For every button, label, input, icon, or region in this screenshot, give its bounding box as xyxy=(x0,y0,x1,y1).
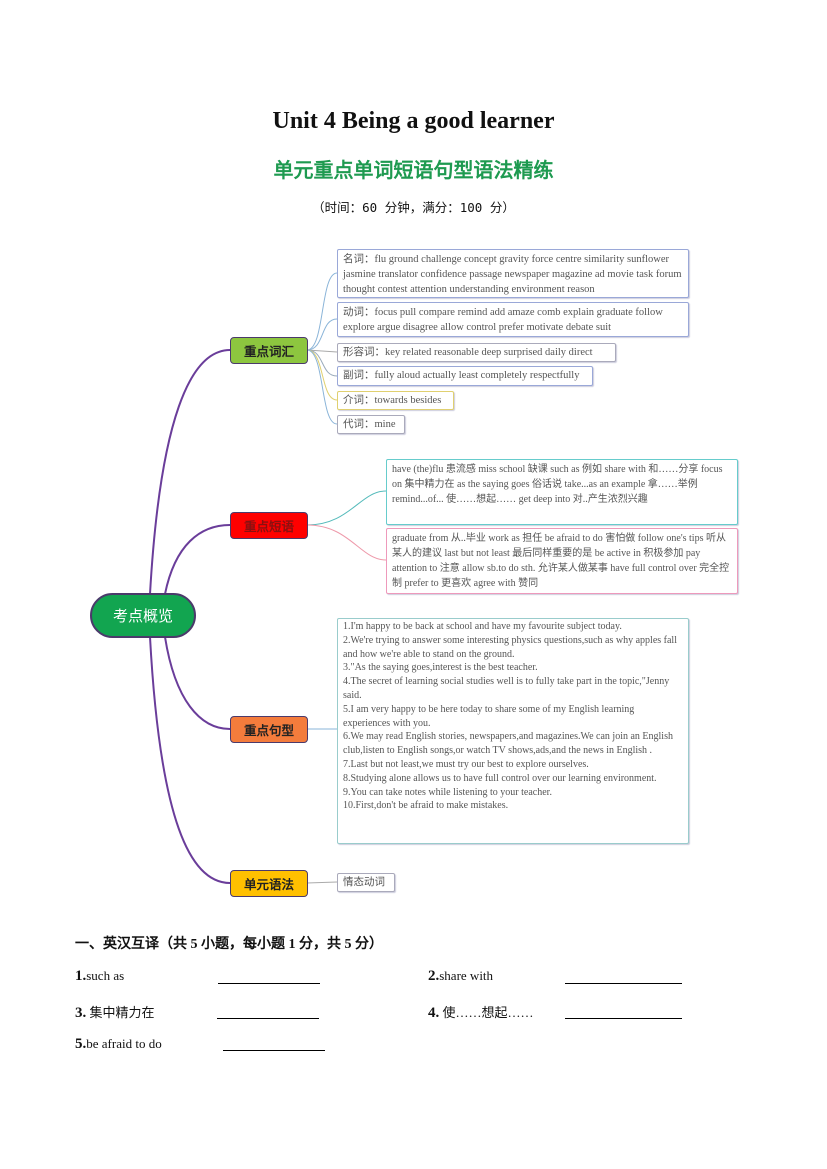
sentences-box: 1.I'm happy to be back at school and hav… xyxy=(337,618,689,844)
sentence-item: 7.Last but not least,we must try our bes… xyxy=(343,758,589,770)
sentence-item: 10.First,don't be afraid to make mistake… xyxy=(343,800,509,812)
sentence-item: 4.The secret of learning social studies … xyxy=(343,676,670,701)
vocab-verbs: 动词：focus pull compare remind add amaze c… xyxy=(337,302,689,337)
branch-vocab: 重点词汇 xyxy=(230,337,308,364)
answer-blank-4[interactable] xyxy=(565,1018,682,1019)
sentence-item: 1.I'm happy to be back at school and hav… xyxy=(343,621,622,632)
vocab-adverbs: 副词：fully aloud actually least completely… xyxy=(337,366,593,386)
section-heading: 一、英汉互译（共 5 小题，每小题 1 分，共 5 分） xyxy=(75,937,383,952)
sentence-item: 6.We may read English stories, newspaper… xyxy=(343,731,673,757)
vocab-prepositions: 介词：towards besides xyxy=(337,391,454,410)
answer-blank-5[interactable] xyxy=(223,1050,325,1051)
phrases-group-1: have (the)flu 患流感 miss school 缺课 such as… xyxy=(386,459,738,525)
vocab-adjectives: 形容词：key related reasonable deep surprise… xyxy=(337,343,616,362)
grammar-modal-verbs: 情态动词 xyxy=(337,873,395,892)
question-3: 3. 集中精力在 xyxy=(75,1005,155,1021)
connector-grammar xyxy=(149,636,231,884)
connector-phrases xyxy=(164,524,231,595)
answer-blank-2[interactable] xyxy=(565,983,682,984)
sentence-item: 9.You can take notes while listening to … xyxy=(343,786,552,798)
sentence-item: 3."As the saying goes,interest is the be… xyxy=(343,662,538,674)
question-5: 5.be afraid to do xyxy=(75,1036,162,1052)
question-1: 1.such as xyxy=(75,968,125,984)
sentence-item: 5.I am very happy to be here today to sh… xyxy=(343,703,635,729)
time-info: （时间：60 分钟，满分：100 分） xyxy=(312,200,515,215)
sentence-item: 8.Studying alone allows us to have full … xyxy=(343,772,657,784)
connector-vocab xyxy=(149,349,231,595)
vocab-pronouns: 代词：mine xyxy=(337,415,405,434)
phrases-group-2: graduate from 从..毕业 work as 担任 be afraid… xyxy=(386,528,738,594)
question-4: 4. 使……想起…… xyxy=(428,1005,534,1021)
sentence-item: 2.We're trying to answer some interestin… xyxy=(343,634,677,660)
question-2: 2.share with xyxy=(428,968,494,984)
page-title: Unit 4 Being a good learner xyxy=(272,108,555,134)
central-node: 考点概览 xyxy=(90,593,196,638)
answer-blank-3[interactable] xyxy=(217,1018,319,1019)
vocab-nouns: 名词：flu ground challenge concept gravity … xyxy=(337,249,689,298)
connector-sentences xyxy=(164,636,231,730)
answer-blank-1[interactable] xyxy=(218,983,320,984)
page-subtitle: 单元重点单词短语句型语法精练 xyxy=(273,158,554,182)
branch-phrases: 重点短语 xyxy=(230,512,308,539)
branch-sentences: 重点句型 xyxy=(230,716,308,743)
branch-grammar: 单元语法 xyxy=(230,870,308,897)
